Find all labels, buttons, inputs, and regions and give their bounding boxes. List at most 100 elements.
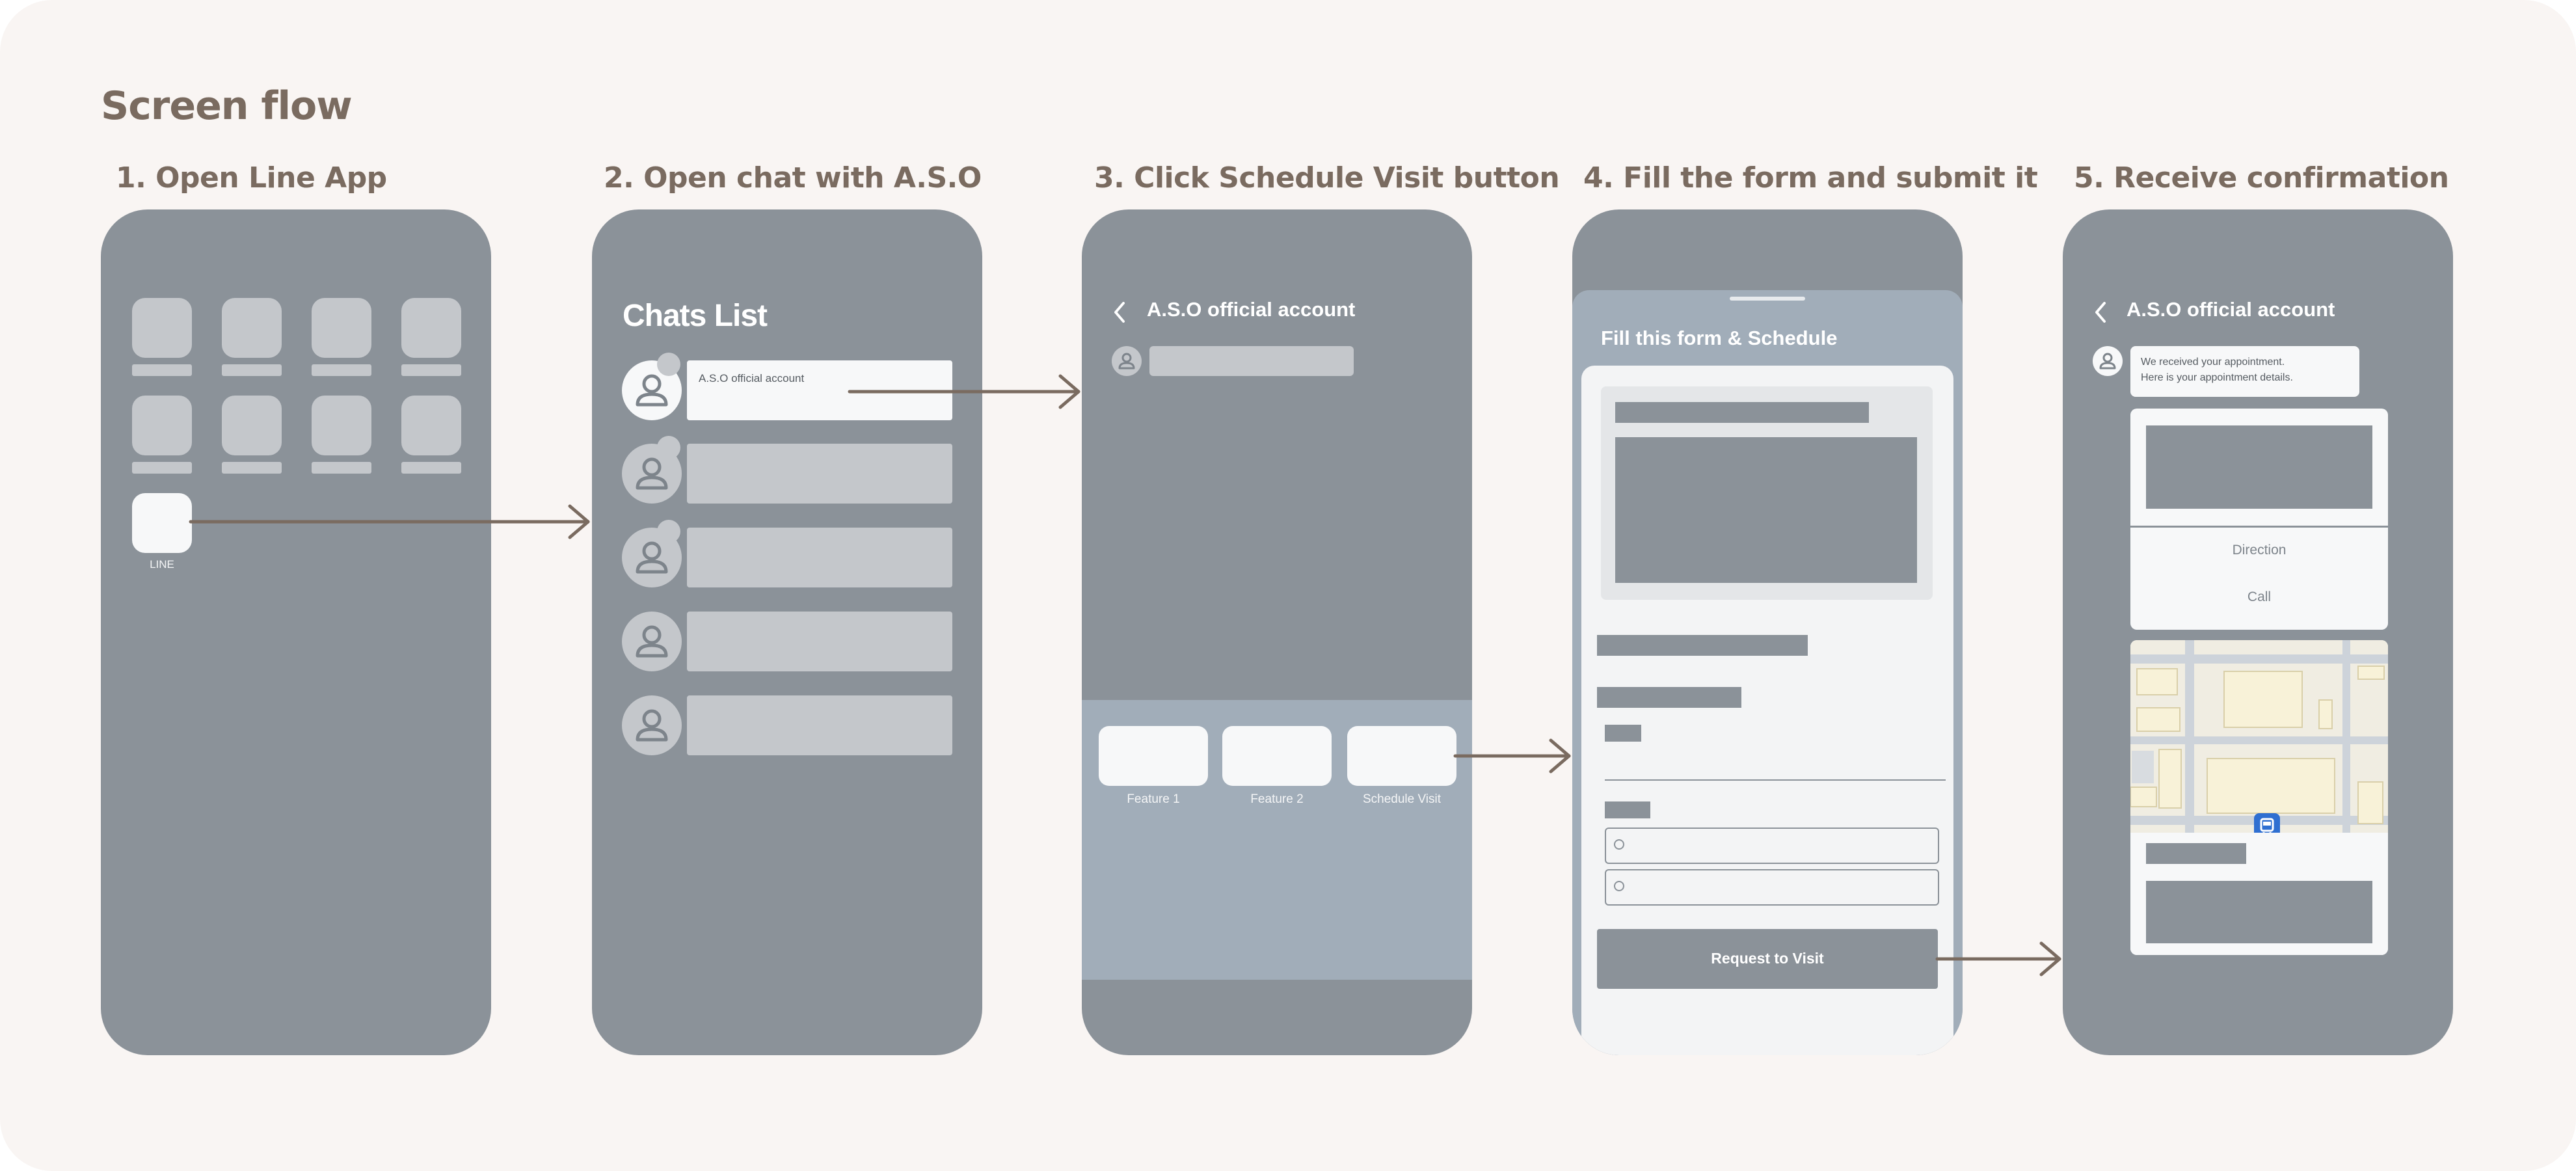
- app-icon[interactable]: [132, 396, 192, 455]
- user-icon: [2099, 353, 2116, 370]
- field-label-placeholder: [1605, 801, 1650, 818]
- unread-badge: [657, 436, 680, 459]
- step-label-4: 4. Fill the form and submit it: [1583, 161, 2038, 195]
- app-name-placeholder: [132, 462, 192, 474]
- hero-title-placeholder: [1615, 402, 1869, 423]
- chats-list-heading: Chats List: [623, 299, 768, 333]
- location-details: [2130, 833, 2388, 955]
- message-bubble-placeholder: [1149, 346, 1354, 376]
- page-title: Screen flow: [101, 83, 353, 129]
- map-illustration: [2130, 640, 2388, 833]
- user-icon: [636, 625, 668, 658]
- message-line-2: Here is your appointment details.: [2141, 372, 2293, 383]
- app-icon[interactable]: [312, 396, 371, 455]
- avatar: [2093, 346, 2123, 376]
- arrow-head: [1549, 738, 1571, 774]
- radio-button[interactable]: [1614, 839, 1624, 850]
- form-panel: Request to Visit: [1581, 366, 1953, 1055]
- card-divider: [2130, 526, 2388, 528]
- phone-screen-home: LINE: [101, 209, 491, 1055]
- unread-badge: [657, 520, 680, 543]
- hero-card: [1601, 386, 1933, 600]
- direction-action[interactable]: Direction: [2232, 543, 2287, 558]
- field-group-label-placeholder: [1597, 687, 1741, 708]
- feature-1-button[interactable]: [1099, 726, 1208, 786]
- radio-button[interactable]: [1614, 881, 1624, 891]
- chat-row[interactable]: [687, 695, 952, 755]
- map-view[interactable]: [2130, 640, 2388, 833]
- confirmation-message-bubble: We received your appointment. Here is yo…: [2130, 346, 2359, 397]
- app-icon[interactable]: [312, 298, 371, 358]
- step-label-3: 3. Click Schedule Visit button: [1094, 161, 1560, 195]
- bus-icon: [2260, 818, 2274, 833]
- user-icon: [636, 541, 668, 574]
- text-input-underline[interactable]: [1605, 779, 1946, 781]
- radio-option[interactable]: [1605, 828, 1939, 864]
- hero-image-placeholder: [1615, 437, 1917, 583]
- request-to-visit-label: Request to Visit: [1711, 950, 1824, 967]
- app-name-placeholder: [401, 462, 461, 474]
- app-name-placeholder: [312, 462, 371, 474]
- app-name-placeholder: [132, 364, 192, 376]
- back-arrow-icon[interactable]: [1112, 299, 1127, 325]
- arrow-head: [1058, 374, 1080, 409]
- chat-row[interactable]: [687, 612, 952, 671]
- arrow-head: [568, 504, 590, 539]
- appointment-card: Direction Call: [2130, 409, 2388, 630]
- avatar: [622, 695, 682, 755]
- request-to-visit-button[interactable]: Request to Visit: [1597, 929, 1938, 989]
- avatar: [1112, 346, 1142, 376]
- app-icon[interactable]: [222, 298, 282, 358]
- avatar: [622, 612, 682, 671]
- phone-screen-chat-room: A.S.O official account Feature 1 Feature…: [1082, 209, 1472, 1055]
- feature-2-label: Feature 2: [1250, 792, 1304, 806]
- phone-screen-confirmation: A.S.O official account We received your …: [2063, 209, 2453, 1055]
- app-icon[interactable]: [222, 396, 282, 455]
- map-pin-icon[interactable]: [2254, 813, 2280, 833]
- phone-screen-form: Fill this form & Schedule Request to Vis…: [1572, 209, 1963, 1055]
- line-app-label: LINE: [150, 558, 174, 571]
- app-icon[interactable]: [132, 298, 192, 358]
- app-name-placeholder: [222, 462, 282, 474]
- call-action[interactable]: Call: [2247, 589, 2272, 604]
- location-address-placeholder: [2146, 881, 2372, 943]
- app-name-placeholder: [222, 364, 282, 376]
- schedule-visit-label: Schedule Visit: [1362, 792, 1442, 806]
- phone-screen-chats: Chats List A.S.O official account: [592, 209, 982, 1055]
- location-name-placeholder: [2146, 843, 2246, 864]
- step-label-1: 1. Open Line App: [116, 161, 387, 195]
- line-app-icon[interactable]: [132, 493, 192, 553]
- chat-header-title: A.S.O official account: [2127, 298, 2335, 321]
- app-name-placeholder: [312, 364, 371, 376]
- location-card: [2130, 640, 2388, 955]
- user-icon: [636, 457, 668, 490]
- app-icon[interactable]: [401, 298, 461, 358]
- chat-row-title: A.S.O official account: [699, 372, 805, 384]
- app-name-placeholder: [401, 364, 461, 376]
- sheet-title: Fill this form & Schedule: [1601, 327, 1838, 349]
- chat-header-title: A.S.O official account: [1147, 298, 1356, 321]
- feature-1-label: Feature 1: [1127, 792, 1180, 806]
- user-icon: [636, 709, 668, 742]
- feature-2-button[interactable]: [1222, 726, 1332, 786]
- bottom-sheet: Fill this form & Schedule Request to Vis…: [1572, 290, 1963, 1055]
- appointment-image-placeholder: [2146, 425, 2372, 509]
- app-icon[interactable]: [401, 396, 461, 455]
- back-arrow-icon[interactable]: [2093, 299, 2108, 325]
- step-label-2: 2. Open chat with A.S.O: [604, 161, 982, 195]
- sheet-handle[interactable]: [1730, 297, 1805, 301]
- message-line-1: We received your appointment.: [2141, 357, 2285, 368]
- section-title-placeholder: [1597, 635, 1808, 656]
- user-icon: [1118, 353, 1135, 370]
- step-label-5: 5. Receive confirmation: [2074, 161, 2449, 195]
- arrow-head: [2039, 941, 2061, 976]
- rich-menu: Feature 1 Feature 2 Schedule Visit: [1082, 700, 1472, 980]
- unread-badge: [657, 353, 680, 376]
- chat-row[interactable]: [687, 528, 952, 587]
- radio-option[interactable]: [1605, 869, 1939, 906]
- chat-row[interactable]: [687, 444, 952, 504]
- field-label-placeholder: [1605, 725, 1641, 742]
- schedule-visit-button[interactable]: [1347, 726, 1456, 786]
